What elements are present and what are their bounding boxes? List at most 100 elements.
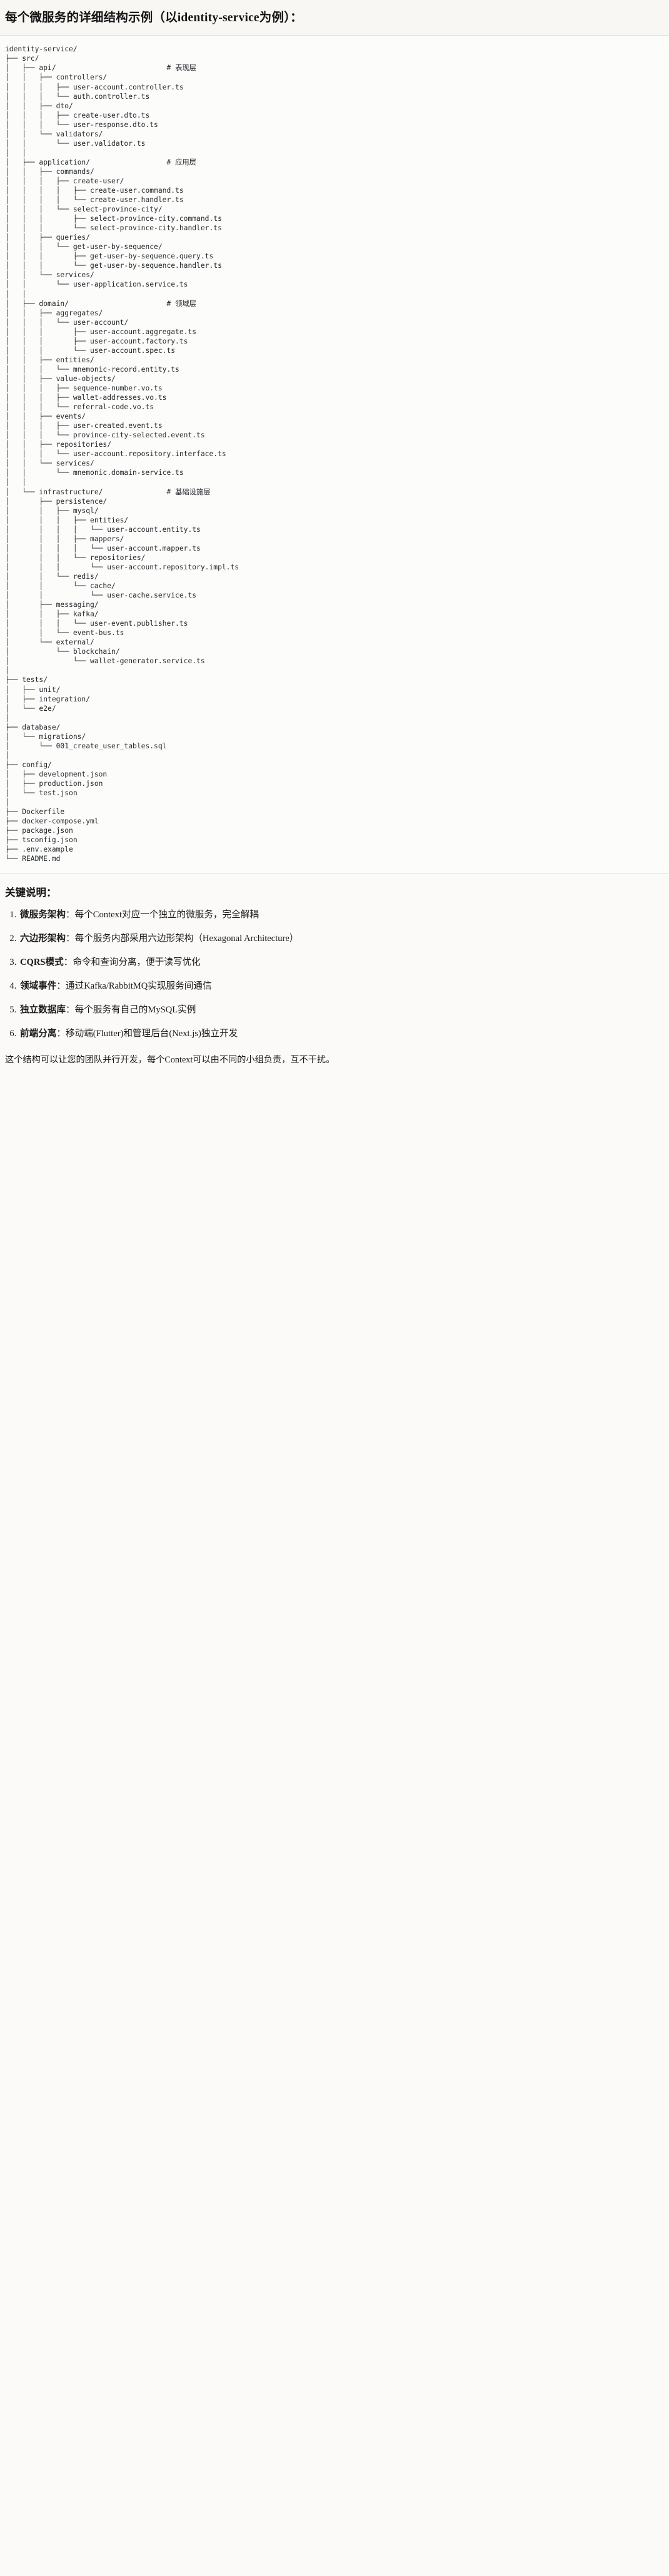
tree-path: │ │ └── redis/ — [5, 572, 99, 581]
tree-row: │ │ ├── dto/ — [5, 101, 664, 111]
tree-row: │ │ │ └── user-response.dto.ts — [5, 120, 664, 130]
tree-path: │ │ │ ├── user-account.factory.ts — [5, 337, 188, 345]
key-note-description: 命令和查询分离，便于读写优化 — [73, 957, 201, 968]
key-note-term: 六边形架构 — [20, 934, 66, 944]
tree-row: │ ├── messaging/ — [5, 600, 664, 609]
tree-path: └── README.md — [5, 855, 61, 863]
key-note-separator: ： — [56, 1028, 66, 1039]
tree-row: │ │ │ └── select-province-city/ — [5, 205, 664, 214]
tree-row: ├── package.json — [5, 826, 664, 835]
tree-path: │ │ │ └── referral-code.vo.ts — [5, 403, 154, 412]
tree-row: │ │ │ └── get-user-by-sequence.handler.t… — [5, 261, 664, 270]
tree-row: │ │ — [5, 148, 664, 158]
key-note-description: 移动端(Flutter)和管理后台(Next.js)独立开发 — [66, 1028, 238, 1039]
key-note-item: 独立数据库：每个服务有自己的MySQL实例 — [19, 1004, 664, 1017]
key-note-term: CQRS模式 — [20, 957, 64, 968]
tree-path: │ │ └── user-cache.service.ts — [5, 591, 197, 600]
tree-row: │ │ └── services/ — [5, 459, 664, 468]
tree-row: │ — [5, 666, 664, 675]
tree-path: │ │ │ ├── wallet-addresses.vo.ts — [5, 394, 167, 402]
tree-row: ├── src/ — [5, 54, 664, 63]
tree-path: │ └── wallet-generator.service.ts — [5, 657, 205, 666]
key-notes-block: 关键说明： 微服务架构：每个Context对应一个独立的微服务，完全解耦六边形架… — [0, 874, 669, 1080]
directory-tree: identity-service/ ├── src/ │ ├── api/ # … — [5, 44, 664, 863]
key-note-separator: ： — [56, 981, 66, 992]
page-title: 每个微服务的详细结构示例（以identity-service为例）： — [5, 11, 303, 24]
directory-tree-block: identity-service/ ├── src/ │ ├── api/ # … — [0, 36, 669, 875]
tree-path: │ │ └── cache/ — [5, 581, 116, 590]
tree-path: │ │ │ └── auth.controller.ts — [5, 92, 150, 101]
tree-row: │ │ │ └── select-province-city.handler.t… — [5, 223, 664, 233]
tree-path: │ ├── development.json — [5, 770, 108, 778]
key-note-term: 领域事件 — [20, 981, 57, 992]
title-block: 每个微服务的详细结构示例（以identity-service为例）： — [0, 0, 669, 36]
tree-path: ├── tsconfig.json — [5, 836, 78, 845]
key-note-term: 微服务架构 — [20, 910, 66, 920]
tree-row: │ │ └── mnemonic.domain-service.ts — [5, 468, 664, 477]
tree-path: │ │ ├── kafka/ — [5, 610, 99, 619]
tree-row: │ │ │ ├── user-account.aggregate.ts — [5, 327, 664, 337]
tree-path: │ │ │ ├── user-created.event.ts — [5, 422, 163, 430]
tree-path: ├── .env.example — [5, 845, 73, 854]
tree-path: │ │ │ └── user-account.repository.interf… — [5, 450, 226, 459]
tree-row: │ │ │ └── referral-code.vo.ts — [5, 402, 664, 412]
tree-row: │ │ ├── queries/ — [5, 233, 664, 242]
tree-path: ├── src/ — [5, 54, 39, 63]
tree-row: ├── docker-compose.yml — [5, 817, 664, 826]
key-note-description: 每个服务内部采用六边形架构（Hexagonal Architecture） — [74, 934, 299, 944]
tree-path: │ │ │ └── mnemonic-record.entity.ts — [5, 365, 179, 374]
tree-row: │ │ └── cache/ — [5, 581, 664, 591]
tree-path: │ │ │ ├── create-user.dto.ts — [5, 111, 150, 120]
tree-path: │ │ │ └── user-event.publisher.ts — [5, 619, 188, 628]
tree-row: │ │ ├── mysql/ — [5, 506, 664, 516]
tree-path: ├── database/ — [5, 723, 61, 731]
tree-row: │ │ │ └── user-event.publisher.ts — [5, 619, 664, 628]
tree-row: │ ├── api/ # 表现层 — [5, 63, 664, 73]
tree-row: │ ├── production.json — [5, 779, 664, 788]
tree-path: │ │ └── mnemonic.domain-service.ts — [5, 469, 184, 477]
tree-path: │ │ │ ├── mappers/ — [5, 534, 124, 543]
tree-row: │ │ └── user-application.service.ts — [5, 280, 664, 289]
tree-path: │ │ ├── queries/ — [5, 233, 91, 242]
tree-path: │ └── infrastructure/ — [5, 487, 103, 496]
tree-path: │ — [5, 666, 9, 675]
tree-path: │ │ — [5, 478, 27, 487]
tree-row: │ │ │ ├── create-user.dto.ts — [5, 111, 664, 120]
key-note-item: 微服务架构：每个Context对应一个独立的微服务，完全解耦 — [19, 909, 664, 922]
key-note-description: 每个服务有自己的MySQL实例 — [74, 1005, 196, 1016]
tree-comment: # 领域层 — [166, 299, 196, 308]
tree-row: │ ├── application/ # 应用层 — [5, 158, 664, 167]
tree-path: │ │ │ ├── select-province-city.command.t… — [5, 215, 222, 223]
tree-row: │ │ └── redis/ — [5, 572, 664, 581]
key-note-separator: ： — [65, 934, 75, 944]
tree-path: │ │ ├── dto/ — [5, 101, 73, 110]
tree-path: │ │ ├── repositories/ — [5, 440, 112, 449]
key-note-separator: ： — [65, 1005, 75, 1016]
tree-row: │ │ │ └── user-account.spec.ts — [5, 346, 664, 355]
tree-path: │ │ │ └── get-user-by-sequence.handler.t… — [5, 262, 222, 270]
tree-path: │ │ └── user-application.service.ts — [5, 280, 188, 289]
key-note-separator: ： — [63, 957, 73, 968]
tree-path: │ └── migrations/ — [5, 732, 86, 741]
tree-comment: # 应用层 — [166, 158, 196, 166]
bottom-spacer — [5, 1067, 664, 1073]
tree-row: │ │ │ └── repositories/ — [5, 553, 664, 563]
page-root: 每个微服务的详细结构示例（以identity-service为例）： ident… — [0, 0, 669, 1080]
tree-row: identity-service/ — [5, 44, 664, 54]
key-note-item: CQRS模式：命令和查询分离，便于读写优化 — [19, 956, 664, 970]
tree-path: │ │ │ └── repositories/ — [5, 553, 146, 562]
key-note-term: 独立数据库 — [20, 1005, 66, 1016]
tree-path: │ — [5, 713, 9, 722]
key-note-term: 前端分离 — [20, 1028, 57, 1039]
tree-row: │ └── wallet-generator.service.ts — [5, 656, 664, 666]
tree-row: ├── Dockerfile — [5, 807, 664, 817]
tree-path: │ │ │ └── province-city-selected.event.t… — [5, 431, 205, 440]
tree-path: │ │ — [5, 148, 27, 157]
tree-path: identity-service/ — [5, 45, 78, 54]
key-notes-list: 微服务架构：每个Context对应一个独立的微服务，完全解耦六边形架构：每个服务… — [5, 909, 664, 1041]
tree-row: │ ├── domain/ # 领域层 — [5, 299, 664, 308]
tree-path: │ │ │ ├── create-user/ — [5, 176, 124, 185]
key-note-item: 六边形架构：每个服务内部采用六边形架构（Hexagonal Architectu… — [19, 932, 664, 946]
tree-path: │ ├── persistence/ — [5, 497, 108, 506]
tree-row: │ │ ├── repositories/ — [5, 440, 664, 449]
